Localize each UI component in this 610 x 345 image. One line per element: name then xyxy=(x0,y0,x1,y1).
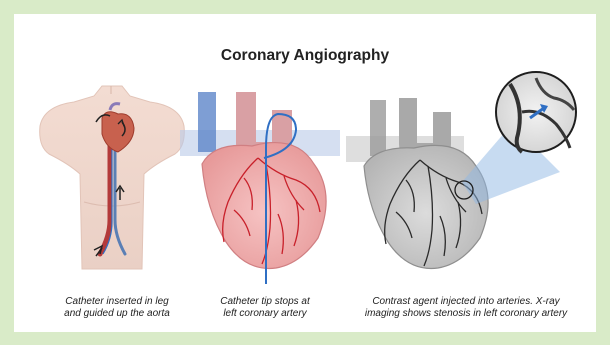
panel-1-caption: Catheter inserted in leg and guided up t… xyxy=(42,296,192,320)
caption-line: Catheter inserted in leg xyxy=(42,296,192,308)
caption-line: left coronary artery xyxy=(200,308,330,320)
panel-2-caption: Catheter tip stops at left coronary arte… xyxy=(200,296,330,320)
caption-line: imaging shows stenosis in left coronary … xyxy=(346,308,586,320)
panel-3-caption: Contrast agent injected into arteries. X… xyxy=(346,296,586,320)
zoomed-stenosis-inset xyxy=(496,72,576,152)
caption-line: Catheter tip stops at xyxy=(200,296,330,308)
caption-line: and guided up the aorta xyxy=(42,308,192,320)
heart-illustration xyxy=(180,92,340,284)
caption-line: Contrast agent injected into arteries. X… xyxy=(346,296,586,308)
diagram-card: Coronary Angiography xyxy=(14,14,596,332)
illustration-canvas xyxy=(14,14,596,332)
